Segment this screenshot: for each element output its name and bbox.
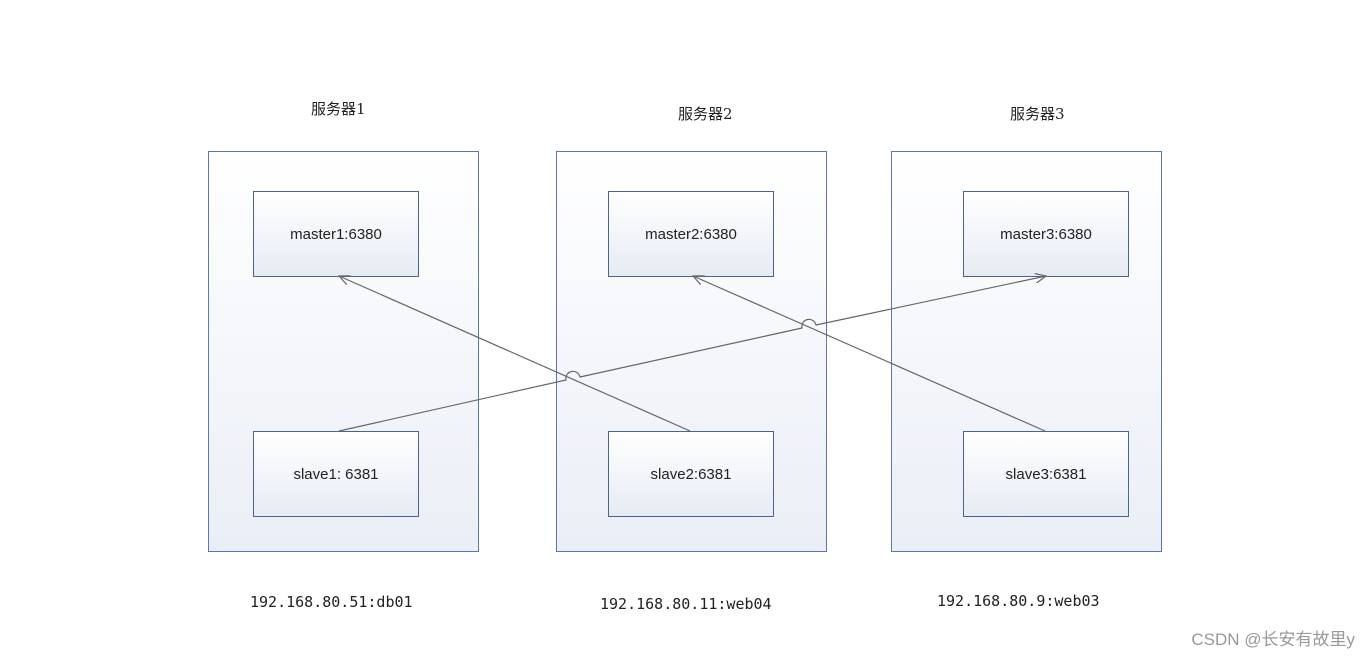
server-1-ip: 192.168.80.51:db01 [250,593,413,611]
slave-2-node: slave2:6381 [608,431,774,517]
master-1-node: master1:6380 [253,191,419,277]
server-1-title: 服务器1 [311,100,366,118]
master-3-label: master3:6380 [1000,225,1092,243]
master-3-node: master3:6380 [963,191,1129,277]
master-2-label: master2:6380 [645,225,737,243]
server-3-ip: 192.168.80.9:web03 [937,592,1100,610]
slave-2-label: slave2:6381 [650,465,732,483]
slave-3-label: slave3:6381 [1005,465,1087,483]
server-2-ip: 192.168.80.11:web04 [600,595,772,613]
master-2-node: master2:6380 [608,191,774,277]
server-2-title: 服务器2 [678,105,733,123]
server-3-title: 服务器3 [1010,105,1065,123]
master-1-label: master1:6380 [290,225,382,243]
slave-1-node: slave1: 6381 [253,431,419,517]
csdn-watermark: CSDN @长安有故里y [1191,630,1355,649]
slave-3-node: slave3:6381 [963,431,1129,517]
slave-1-label: slave1: 6381 [293,465,379,483]
